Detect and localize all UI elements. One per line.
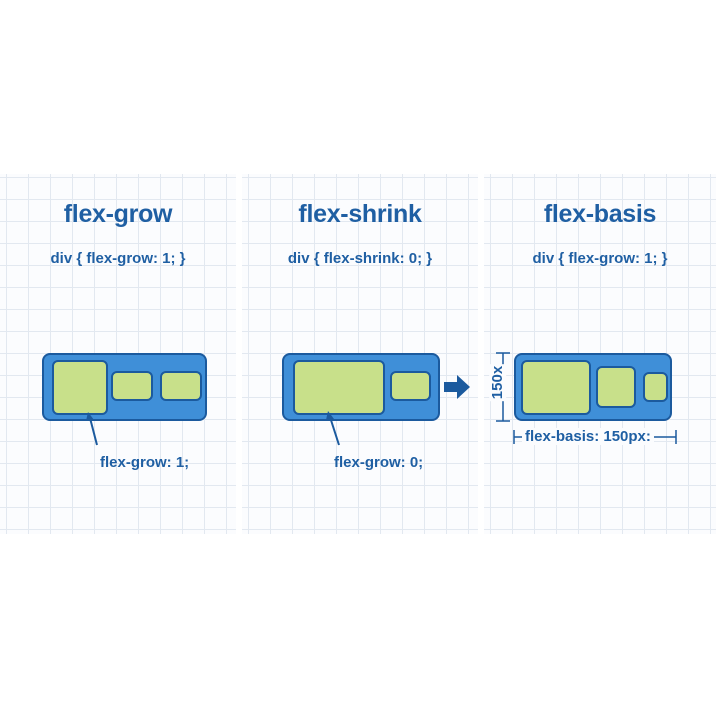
flex-item-grown (52, 360, 108, 415)
annotation-label: flex-grow: 0; (334, 454, 424, 471)
panel-title: flex-basis (543, 200, 657, 228)
annotation-label: flex-grow: 1; (100, 454, 190, 471)
pointer-line (86, 412, 98, 446)
flex-item (160, 371, 202, 401)
flex-container (282, 353, 440, 421)
flex-basis-panel: flex-basis div { flex-grow: 1; } 150x fl… (484, 174, 716, 534)
flex-grow-panel: flex-grow div { flex-grow: 1; } flex-gro… (0, 174, 236, 534)
code-snippet: div { flex-shrink: 0; } (287, 250, 433, 267)
flex-item-fixed (293, 360, 385, 415)
flex-item (111, 371, 153, 401)
flex-item-basis (521, 360, 591, 415)
panel-title: flex-shrink (298, 200, 422, 228)
annotation-label: flex-basis: 150px: (522, 428, 654, 445)
flex-item (596, 366, 636, 408)
flex-shrink-panel: flex-shrink div { flex-shrink: 0; } flex… (242, 174, 478, 534)
flex-container (514, 353, 672, 421)
pointer-line (326, 411, 340, 446)
code-snippet: div { flex-grow: 1; } (50, 250, 186, 267)
height-label: 150x (489, 363, 507, 402)
flex-item (390, 371, 431, 401)
flex-item (643, 372, 668, 402)
panel-title: flex-grow (63, 200, 173, 228)
dimension-bracket (496, 352, 677, 444)
code-snippet: div { flex-grow: 1; } (532, 250, 668, 267)
arrow-right-icon (444, 375, 470, 399)
flex-container (42, 353, 207, 421)
